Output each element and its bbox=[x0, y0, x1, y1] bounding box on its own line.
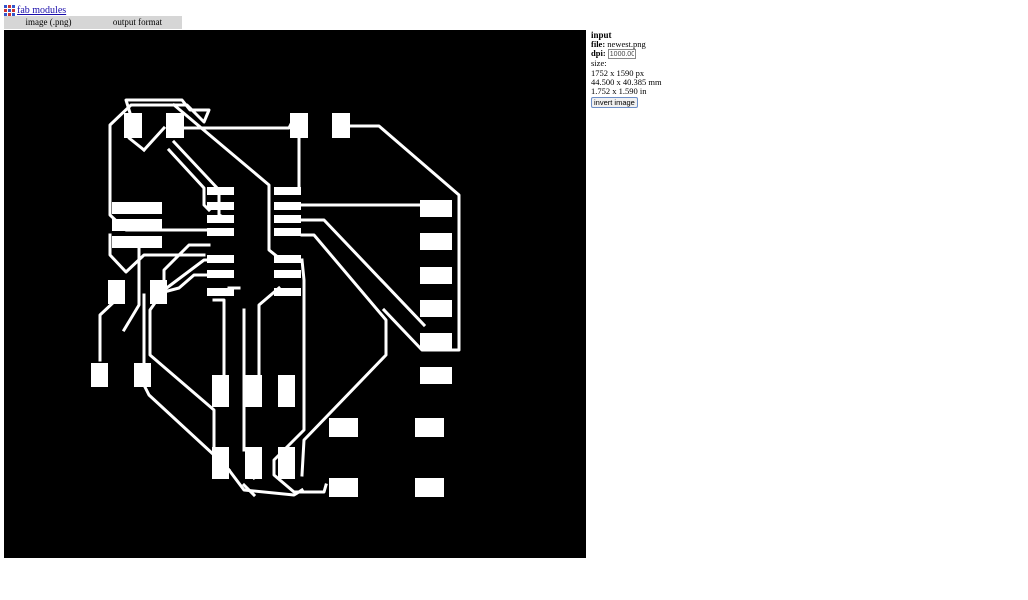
pcb-image-canvas bbox=[4, 30, 586, 558]
input-panel: input file: newest.png dpi: size: 1752 x… bbox=[591, 30, 711, 109]
menu-output-format[interactable]: output format bbox=[112, 17, 163, 27]
size-px: 1752 x 1590 px bbox=[591, 67, 645, 78]
file-row: file: newest.png bbox=[591, 40, 711, 49]
panel-title: input bbox=[591, 30, 612, 40]
header: fab modules bbox=[4, 3, 66, 17]
grid-logo-icon bbox=[4, 4, 15, 16]
size-label: size: bbox=[591, 58, 607, 69]
file-label: file: bbox=[591, 39, 606, 50]
dpi-row: dpi: bbox=[591, 48, 711, 60]
invert-image-button[interactable]: invert image bbox=[591, 97, 638, 109]
size-in: 1.752 x 1.590 in bbox=[591, 86, 647, 97]
app-title-link[interactable]: fab modules bbox=[17, 4, 67, 16]
pcb-trace-image bbox=[4, 30, 586, 558]
size-mm: 44.500 x 40.385 mm bbox=[591, 76, 662, 87]
menu-image-png[interactable]: image (.png) bbox=[25, 17, 72, 27]
file-value: newest.png bbox=[607, 39, 646, 50]
dpi-label: dpi: bbox=[591, 48, 606, 59]
menu-bar: image (.png) output format bbox=[4, 16, 182, 29]
dpi-input[interactable] bbox=[607, 49, 636, 60]
